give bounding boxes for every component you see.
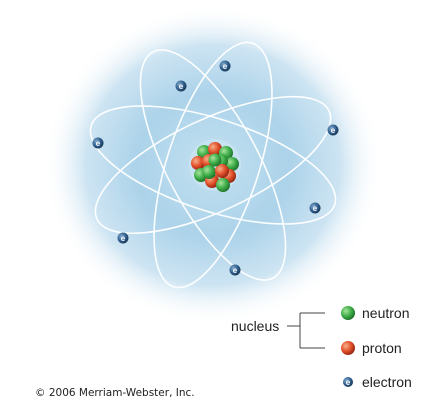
svg-text:e: e bbox=[121, 234, 126, 243]
nucleus-label: nucleus bbox=[231, 318, 279, 334]
electron: e bbox=[328, 125, 339, 136]
neutron-particle bbox=[209, 154, 222, 167]
legend: nucleus neutron proton e electron bbox=[231, 305, 412, 390]
svg-text:e: e bbox=[179, 82, 184, 91]
electron: e bbox=[176, 81, 187, 92]
svg-text:e: e bbox=[331, 126, 336, 135]
svg-text:e: e bbox=[313, 204, 318, 213]
neutron-legend-swatch bbox=[341, 306, 355, 320]
electron: e bbox=[230, 265, 241, 276]
proton-legend-swatch bbox=[341, 341, 355, 355]
svg-text:e: e bbox=[346, 378, 351, 387]
electron: e bbox=[310, 203, 321, 214]
svg-text:e: e bbox=[96, 139, 101, 148]
neutron-particle bbox=[216, 178, 230, 192]
svg-text:e: e bbox=[223, 62, 228, 71]
nucleus-bracket bbox=[287, 313, 325, 348]
neutron-particle bbox=[202, 165, 216, 179]
electron-label: electron bbox=[362, 374, 412, 390]
electron: e bbox=[118, 233, 129, 244]
electron: e bbox=[93, 138, 104, 149]
neutron-label: neutron bbox=[362, 305, 409, 321]
svg-text:e: e bbox=[233, 266, 238, 275]
proton-label: proton bbox=[362, 340, 402, 356]
electron-legend-swatch: e bbox=[343, 377, 353, 387]
electron: e bbox=[220, 61, 231, 72]
copyright-notice: © 2006 Merriam-Webster, Inc. bbox=[35, 387, 195, 399]
